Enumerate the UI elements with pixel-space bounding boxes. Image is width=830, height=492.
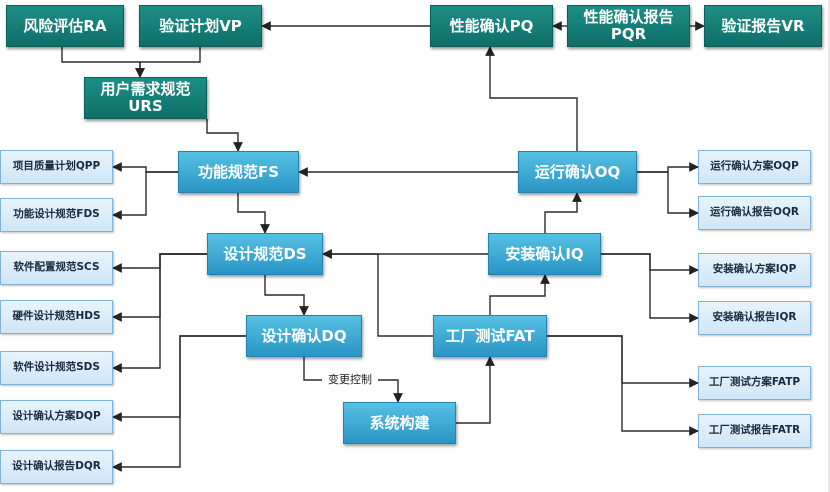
node-ra: 风险评估RA: [6, 5, 124, 47]
right-edge-divider: [828, 0, 830, 492]
edge-oq-to-oqp: [637, 162, 699, 173]
node-sys: 系统构建: [343, 402, 456, 444]
edge-oq-to-pq: [485, 46, 578, 151]
node-sds: 软件设计规范SDS: [0, 351, 113, 385]
node-dqr: 设计确认报告DQR: [0, 450, 113, 484]
node-vp: 验证计划VP: [139, 5, 262, 47]
edge-fat-to-iq: [489, 274, 550, 315]
edge-oq-to-oqr: [637, 171, 699, 218]
node-fat: 工厂测试FAT: [433, 315, 547, 357]
node-oqp: 运行确认方案OQP: [698, 150, 811, 184]
node-fds: 功能设计规范FDS: [0, 198, 113, 232]
node-hds: 硬件设计规范HDS: [0, 300, 113, 334]
node-dq: 设计确认DQ: [246, 315, 362, 357]
edge-ra-to-urs: [61, 47, 145, 78]
node-fatp: 工厂测试方案FATP: [698, 366, 811, 400]
node-ds: 设计规范DS: [207, 233, 323, 275]
edge-ds-to-sds: [112, 253, 207, 373]
edge-fat-to-ds: [322, 249, 433, 337]
node-fs: 功能规范FS: [178, 151, 299, 193]
node-iqr: 安装确认报告IQR: [698, 301, 811, 335]
node-urs: 用户需求规范 URS: [84, 77, 207, 119]
node-pq: 性能确认PQ: [430, 5, 553, 47]
edge-sys-to-fat: [456, 356, 495, 424]
node-scs: 软件配置规范SCS: [0, 251, 113, 285]
node-iq: 安装确认IQ: [488, 233, 601, 275]
node-oq: 运行确认OQ: [518, 151, 637, 193]
edge-fs-to-ds: [237, 193, 270, 234]
node-oqr: 运行确认报告OQR: [698, 196, 811, 230]
change-control-label: 变更控制: [322, 372, 378, 388]
node-iqp: 安装确认方案IQP: [698, 253, 811, 287]
node-dqp: 设计确认方案DQP: [0, 400, 113, 434]
node-vr: 验证报告VR: [704, 5, 822, 47]
edge-fs-to-fds: [112, 171, 178, 220]
edge-fat-to-fatr: [547, 335, 699, 436]
edge-urs-to-fs: [206, 119, 243, 152]
edge-dq-to-dqr: [112, 335, 246, 472]
node-qpp: 项目质量计划QPP: [0, 150, 113, 184]
edge-vp-to-urs: [135, 47, 201, 78]
edge-iq-to-oq: [544, 192, 582, 233]
edge-ds-to-dq: [264, 275, 309, 316]
edge-fs-to-qpp: [112, 162, 178, 173]
node-fatr: 工厂测试报告FATR: [698, 414, 811, 448]
edge-iq-to-iqr: [601, 253, 699, 323]
node-pqr: 性能确认报告 PQR: [567, 5, 690, 47]
